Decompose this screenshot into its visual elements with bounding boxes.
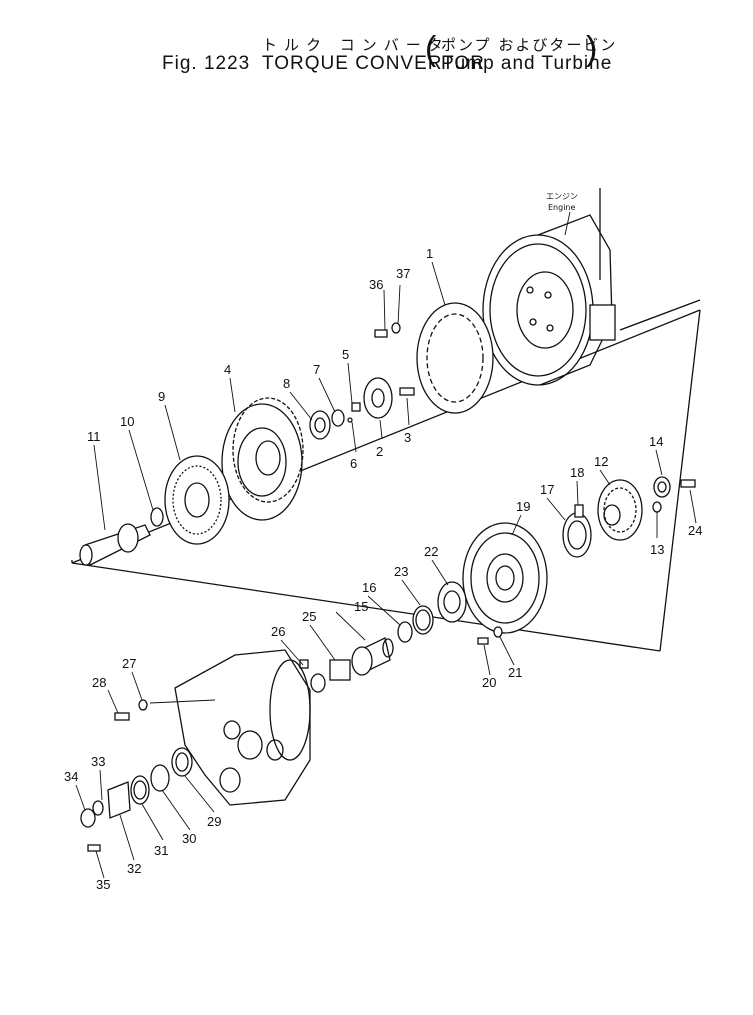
part-label-4: 4: [224, 362, 231, 377]
part-label-34: 34: [64, 769, 78, 784]
part-label-19: 19: [516, 499, 530, 514]
small-parts-5-8: [309, 402, 361, 440]
part-9-turbine: [164, 455, 230, 545]
open-paren: (: [425, 30, 437, 68]
subtitle-english: Pump and Turbine: [441, 53, 613, 74]
part-10-ring: [150, 507, 164, 527]
part-label-16: 16: [362, 580, 376, 595]
part-label-28: 28: [92, 675, 106, 690]
engine-label-en: Engine: [548, 203, 575, 212]
chassis-outline: [71, 188, 701, 652]
figure-number: Fig. 1223: [162, 53, 251, 74]
part-4-pump: [221, 397, 304, 521]
title-japanese: トルク コンバータ: [262, 36, 450, 54]
part-label-8: 8: [283, 376, 290, 391]
part-15-hub: [351, 637, 394, 676]
part-16-ring: [397, 621, 413, 643]
part-label-32: 32: [127, 861, 141, 876]
part-label-12: 12: [594, 454, 608, 469]
subtitle-japanese: ポンプ およびタービン: [441, 36, 618, 54]
part-label-37: 37: [396, 266, 410, 281]
part-1-spline-ring: [416, 302, 494, 414]
part-label-9: 9: [158, 389, 165, 404]
part-3-bolt: [399, 387, 415, 396]
close-paren: ): [586, 30, 598, 68]
part-label-1: 1: [426, 246, 433, 261]
part-label-17: 17: [540, 482, 554, 497]
part-label-23: 23: [394, 564, 408, 579]
part-label-13: 13: [650, 542, 664, 557]
parts-36-37: [374, 322, 401, 338]
part-label-29: 29: [207, 814, 221, 829]
part-label-24: 24: [688, 523, 702, 538]
parts-27-28: [114, 699, 216, 721]
part-label-10: 10: [120, 414, 134, 429]
part-17-bearing: [562, 512, 592, 558]
parts-29-35: [80, 747, 193, 852]
part-label-2: 2: [376, 444, 383, 459]
part-label-25: 25: [302, 609, 316, 624]
part-24-bolt: [680, 479, 696, 488]
part-label-36: 36: [369, 277, 383, 292]
part-label-14: 14: [649, 434, 663, 449]
part-label-18: 18: [570, 465, 584, 480]
part-22-gear: [437, 581, 467, 623]
part-18-pin: [574, 504, 584, 518]
part-label-7: 7: [313, 362, 320, 377]
part-label-3: 3: [404, 430, 411, 445]
converter-housing: [174, 649, 311, 806]
part-23-ring: [412, 605, 434, 635]
part-label-22: 22: [424, 544, 438, 559]
part-labels: 1 2 3 4 5 6 7 8 9 10 11 12 13 14 15 16 1…: [64, 246, 702, 892]
part-12-gear: [597, 479, 643, 541]
part-label-20: 20: [482, 675, 496, 690]
part-2-flange: [363, 377, 393, 419]
part-label-6: 6: [350, 456, 357, 471]
part-label-35: 35: [96, 877, 110, 892]
part-label-21: 21: [508, 665, 522, 680]
part-label-31: 31: [154, 843, 168, 858]
part-label-15: 15: [354, 599, 368, 614]
parts-20-21: [477, 626, 503, 645]
parts-13-14: [652, 476, 671, 513]
part-label-33: 33: [91, 754, 105, 769]
engine-flange: エンジン Engine: [482, 192, 616, 386]
part-26-ring: [299, 659, 326, 693]
part-label-26: 26: [271, 624, 285, 639]
part-25-sleeve: [329, 659, 351, 681]
part-label-11: 11: [87, 429, 101, 444]
leader-lines: [75, 261, 697, 879]
engine-label-jp: エンジン: [546, 192, 578, 201]
part-19-stator: [462, 522, 548, 634]
title-english: TORQUE CONVERTOR: [262, 53, 485, 74]
part-label-30: 30: [182, 831, 196, 846]
part-11-shaft: [79, 523, 151, 566]
part-label-27: 27: [122, 656, 136, 671]
figure-title: トルク コンバータ Fig. 1223 TORQUE CONVERTOR ( ポ…: [0, 0, 753, 80]
part-label-5: 5: [342, 347, 349, 362]
